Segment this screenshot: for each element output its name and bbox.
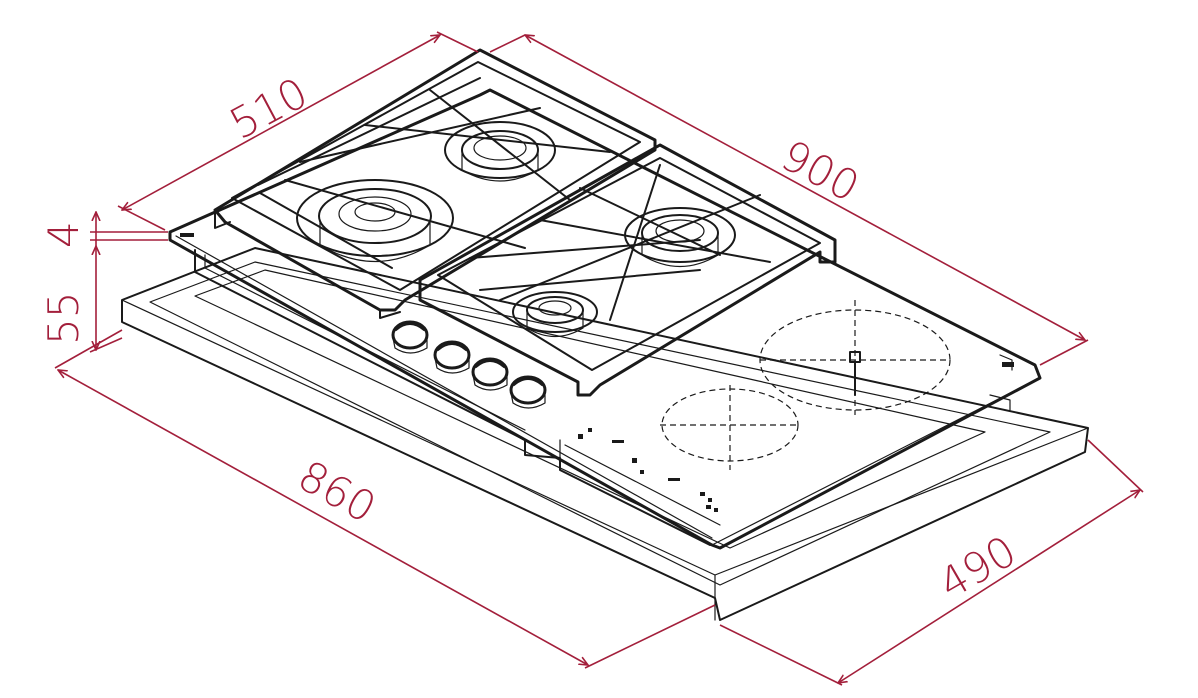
dim-label-490: 490 — [931, 526, 1025, 609]
knob-4 — [509, 375, 547, 409]
touch-control-panel — [578, 428, 718, 512]
gas-burner-rear-left — [444, 121, 556, 182]
dimension-4: 4 — [39, 212, 168, 248]
dim-label-900: 900 — [773, 131, 867, 212]
knob-2 — [433, 340, 471, 374]
dim-label-4: 4 — [39, 221, 88, 248]
induction-zone-small — [660, 385, 800, 470]
dimension-55: 55 — [39, 246, 123, 353]
brand-mark-right — [1002, 362, 1014, 367]
dimension-490: 490 — [719, 439, 1144, 686]
induction-zone-large — [759, 300, 951, 415]
brand-mark-left — [180, 233, 194, 237]
knob-3 — [471, 357, 509, 391]
gas-burner-rear-right — [624, 207, 736, 268]
gas-burner-front-left — [296, 179, 454, 263]
dim-label-860: 860 — [290, 451, 384, 533]
dim-label-510: 510 — [222, 68, 316, 149]
pan-support-right — [418, 143, 837, 397]
dim-label-55: 55 — [39, 292, 88, 345]
control-knobs — [391, 320, 547, 409]
knob-1 — [391, 320, 429, 354]
